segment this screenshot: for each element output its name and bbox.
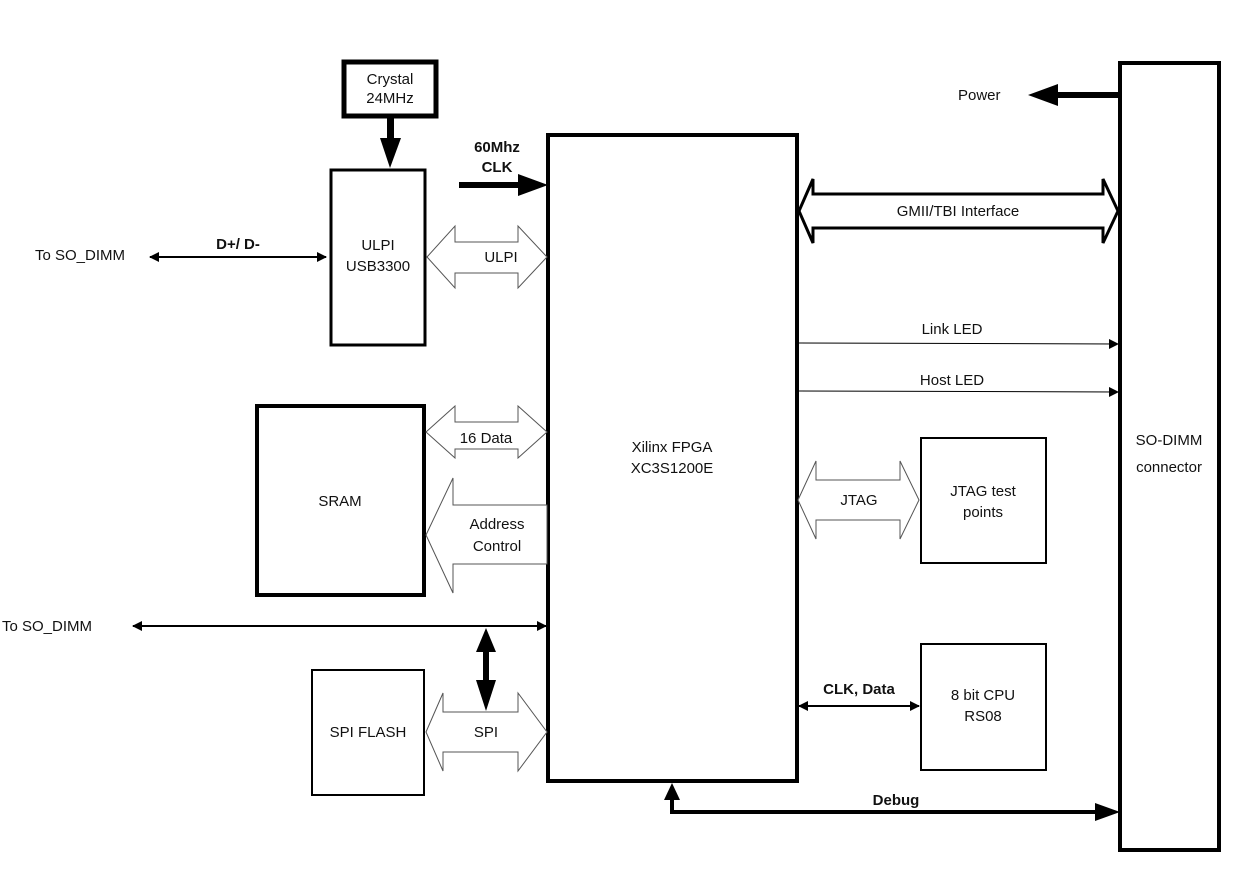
host-led-arrow: Host LED	[797, 372, 1119, 397]
jtag-tp-label-1: JTAG test	[950, 483, 1016, 500]
cpu-link-arrow: CLK, Data	[798, 681, 920, 711]
spi-vertical-arrow	[476, 628, 496, 711]
crystal-label-2: 24MHz	[366, 90, 414, 107]
fpga-block: Xilinx FPGA XC3S1200E	[546, 133, 799, 783]
spi-endpoint-label: To SO_DIMM	[2, 618, 92, 635]
sram-block: SRAM	[255, 404, 426, 597]
clk60-label-1: 60Mhz	[474, 139, 520, 156]
spi-bus-arrow: SPI	[425, 691, 548, 773]
fpga-label-2: XC3S1200E	[631, 460, 714, 477]
crystal-to-ulpi-arrow	[380, 118, 401, 168]
sodimm-label-1: SO-DIMM	[1136, 432, 1203, 449]
crystal-label-1: Crystal	[367, 71, 414, 88]
gmii-bus-arrow: GMII/TBI Interface	[797, 178, 1120, 244]
jtag-bus-label: JTAG	[840, 492, 877, 509]
sram-label: SRAM	[318, 493, 361, 510]
sodimm-connector-block: SO-DIMM connector	[1118, 61, 1221, 852]
cpu-label-1: 8 bit CPU	[951, 687, 1015, 704]
cpu-block: 8 bit CPU RS08	[920, 643, 1047, 771]
usb-dpdm-label: D+/ D-	[216, 236, 260, 253]
address-control-arrow: Address Control	[425, 477, 548, 594]
fpga-label-1: Xilinx FPGA	[632, 439, 713, 456]
link-led-label: Link LED	[922, 321, 983, 338]
usb-dpdm-arrow: D+/ D- To SO_DIMM	[35, 236, 327, 264]
gmii-bus-label: GMII/TBI Interface	[897, 203, 1020, 220]
ulpi-bus-label: ULPI	[484, 249, 517, 266]
addr-label-2: Control	[473, 538, 521, 555]
cpu-label-2: RS08	[964, 708, 1002, 725]
jtag-bus-arrow: JTAG	[797, 460, 920, 540]
ulpi-bus-arrow: ULPI	[426, 224, 548, 290]
ulpi-phy-label-2: USB3300	[346, 258, 410, 275]
clk60-label-2: CLK	[482, 159, 513, 176]
link-led-arrow: Link LED	[797, 321, 1119, 349]
data-bus-label: 16 Data	[460, 430, 513, 447]
addr-label-1: Address	[469, 516, 524, 533]
clk60-arrow: 60Mhz CLK	[459, 139, 548, 196]
host-led-label: Host LED	[920, 372, 984, 389]
spi-bus-label: SPI	[474, 724, 498, 741]
debug-label: Debug	[873, 792, 920, 809]
spi-sodimm-line: To SO_DIMM	[2, 618, 547, 635]
power-arrow: Power	[958, 84, 1120, 106]
debug-arrow: Debug	[664, 783, 1120, 821]
spi-flash-block: SPI FLASH	[311, 669, 425, 796]
ulpi-phy-block: ULPI USB3300	[329, 168, 427, 347]
cpu-link-label: CLK, Data	[823, 681, 895, 698]
sodimm-label-2: connector	[1136, 459, 1202, 476]
jtag-test-points-block: JTAG test points	[920, 437, 1047, 564]
usb-endpoint-label: To SO_DIMM	[35, 247, 125, 264]
data-bus-arrow: 16 Data	[425, 404, 548, 460]
ulpi-phy-label-1: ULPI	[361, 237, 394, 254]
crystal-block: Crystal 24MHz	[341, 59, 439, 119]
spi-flash-label: SPI FLASH	[330, 724, 407, 741]
power-label: Power	[958, 87, 1001, 104]
jtag-tp-label-2: points	[963, 504, 1003, 521]
